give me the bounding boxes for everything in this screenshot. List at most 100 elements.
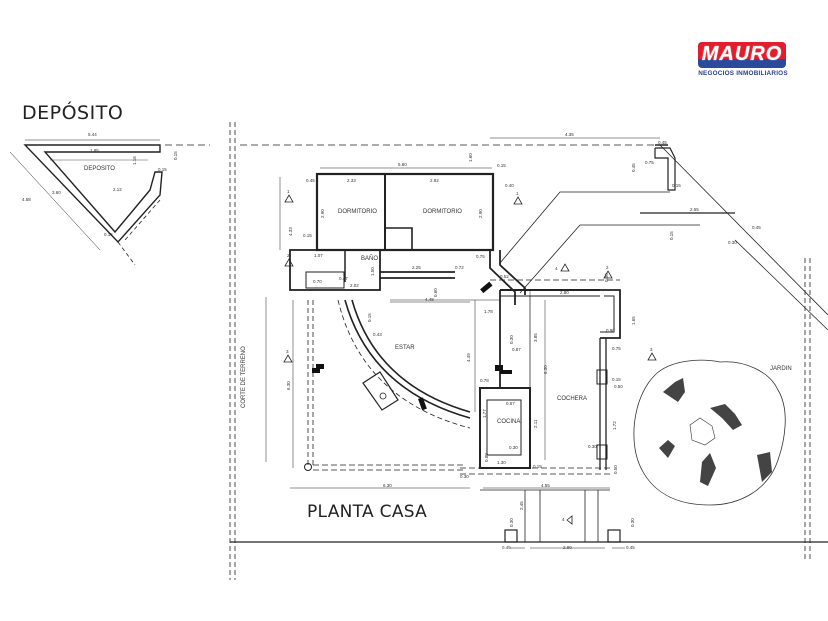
dim-label: 0.50: [613, 465, 618, 474]
section-mark: 3: [286, 349, 289, 354]
dim-label: 6.30: [286, 381, 291, 390]
dim-label: 6.30: [543, 365, 548, 374]
dim-label: 1.60: [468, 153, 473, 162]
dim-label: 0.50: [614, 384, 623, 389]
section-mark: 1: [287, 189, 290, 194]
dim-label: 0.45: [658, 140, 667, 145]
dim-label: 0.67: [506, 401, 515, 406]
dim-label: 0.30: [509, 335, 514, 344]
dim-label: 4.35: [565, 132, 574, 137]
dim-label: 2.02: [350, 283, 359, 288]
dim-label: 0.15: [669, 231, 674, 240]
section-mark: 1: [516, 191, 519, 196]
dim-label: 4.33: [288, 227, 293, 236]
dim-label: 0.60: [433, 288, 438, 297]
room-label-estar: ESTAR: [395, 345, 415, 351]
section-mark: 4: [555, 266, 558, 271]
dim-label: 5.44: [88, 132, 97, 137]
dim-label: 0.80: [484, 453, 489, 462]
dim-label: 2.90: [563, 545, 572, 550]
section-mark: 2: [287, 253, 290, 258]
deposito-outline: [23, 144, 163, 244]
dim-label: 0.52: [500, 274, 509, 279]
dim-label: 0.15: [672, 183, 681, 188]
dim-label: 1.65: [631, 316, 636, 325]
logo-brand-name: MAURO: [701, 43, 783, 65]
dim-label: 2.55: [690, 207, 699, 212]
dim-label: 2.82: [430, 178, 439, 183]
dim-label: 1.85: [90, 148, 99, 153]
section-mark: 2: [606, 265, 609, 270]
section-mark: 4: [562, 517, 565, 522]
dim-label: 4.58: [22, 197, 31, 202]
dim-label: 0.30: [588, 444, 597, 449]
dim-label: 0.30: [604, 273, 609, 282]
dim-label: 0.90: [606, 328, 615, 333]
dim-label: 2.25: [412, 265, 421, 270]
dim-label: 0.15: [104, 232, 113, 237]
dim-label: 6.30: [383, 483, 392, 488]
dim-label: 0.72: [455, 265, 464, 270]
dim-label: 2.11: [533, 419, 538, 428]
room-label-cocina: COCINA: [497, 419, 521, 425]
room-label-deposito: DEPOSITO: [84, 166, 115, 172]
dim-label: 0.47: [339, 276, 348, 281]
dim-label: 0.15: [303, 233, 312, 238]
dim-label: 0.15: [158, 167, 167, 172]
dim-label: 0.78: [480, 378, 489, 383]
section-mark: 3: [650, 347, 653, 352]
dim-label: 0.45: [631, 163, 636, 172]
room-label-dormitorio-1: DORMITORIO: [338, 209, 377, 215]
room-label-bano: BAÑO: [361, 256, 379, 262]
dim-label: 2.90: [478, 209, 483, 218]
room-label-dormitorio-2: DORMITORIO: [423, 209, 462, 215]
dim-label: 0.43: [373, 332, 382, 337]
dim-label: 0.30: [460, 474, 469, 479]
dim-label: 1.30: [497, 460, 506, 465]
dim-label: 0.45: [306, 178, 315, 183]
dim-label: 5.60: [398, 162, 407, 167]
dim-label: 3.85: [533, 333, 538, 342]
dim-label: 0.45: [752, 225, 761, 230]
dim-label: 0.45: [502, 545, 511, 550]
dim-label: 0.15: [612, 377, 621, 382]
logo-tagline: NEGOCIOS INMOBILIARIOS: [698, 70, 788, 77]
corte-de-terreno-label: CORTE DE TERRENO: [241, 346, 247, 408]
dim-label: 1.78: [484, 309, 493, 314]
tree-canopy: [633, 359, 786, 506]
dim-label: 2.90: [320, 209, 325, 218]
dim-label: 1.16: [132, 156, 137, 165]
dim-label: 4.55: [541, 483, 550, 488]
logo-badge: MAURO: [698, 42, 786, 68]
dim-label: 4.49: [466, 353, 471, 362]
dim-label: 0.30: [630, 518, 635, 527]
dim-label: 0.75: [476, 254, 485, 259]
dim-label: 1.07: [314, 253, 323, 258]
dim-label: 4.48: [425, 297, 434, 302]
room-label-cochera: COCHERA: [557, 396, 588, 402]
room-label-jardin: JARDIN: [770, 366, 792, 372]
dim-label: 0.87: [512, 347, 521, 352]
dim-label: 1.50: [370, 267, 375, 276]
dim-label: 0.15: [497, 163, 506, 168]
dim-label: 1.72: [612, 421, 617, 430]
dim-label: 0.45: [626, 545, 635, 550]
dim-label: 0.75: [645, 160, 654, 165]
dim-label: 2.45: [519, 501, 524, 510]
dim-label: 2.80: [560, 290, 569, 295]
brand-logo: MAURO NEGOCIOS INMOBILIARIOS: [694, 40, 792, 80]
planta-casa-title: PLANTA CASA: [307, 502, 428, 522]
dim-label: 2.12: [113, 187, 122, 192]
dim-label: 3.60: [52, 190, 61, 195]
dim-label: 0.30: [728, 240, 737, 245]
dim-label: 0.40: [505, 183, 514, 188]
dim-label: 2.33: [347, 178, 356, 183]
dim-label: 0.15: [367, 313, 372, 322]
dim-label: 0.70: [313, 279, 322, 284]
dim-label: 0.30: [509, 518, 514, 527]
bedrooms-block: [315, 172, 495, 252]
dim-label: 0.15: [173, 151, 178, 160]
deposito-title: DEPÓSITO: [22, 102, 124, 124]
dim-label: 0.75: [612, 346, 621, 351]
